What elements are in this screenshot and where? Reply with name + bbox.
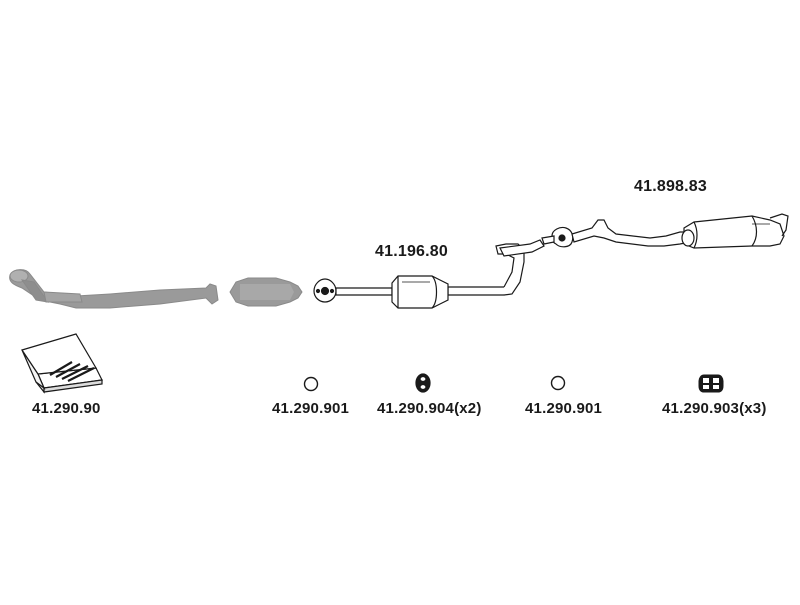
inlet-flange [313, 278, 337, 303]
sealing-ring-right [550, 375, 566, 391]
middle-silencer-part-number: 41.196.80 [375, 243, 448, 260]
rubber-mount-part-number: 41.290.903(x3) [662, 400, 767, 417]
ring-right-part-number: 41.290.901 [525, 400, 603, 417]
rear-silencer [681, 213, 789, 249]
catalyst-unit [229, 277, 303, 307]
rubber-hanger [415, 373, 431, 393]
rear-silencer-part-number: 41.898.83 [634, 178, 707, 195]
mounting-kit-part-number: 41.290.90 [32, 400, 101, 417]
mounting-kit-box [21, 333, 103, 394]
rear-pipe [571, 219, 691, 247]
rubber-hanger-part-number: 41.290.904(x2) [377, 400, 482, 417]
sealing-ring-left [303, 376, 319, 392]
joint-flange [541, 226, 574, 248]
rubber-mount [698, 374, 724, 393]
front-downpipe [9, 269, 219, 309]
ring-left-part-number: 41.290.901 [272, 400, 350, 417]
middle-silencer [391, 275, 449, 309]
